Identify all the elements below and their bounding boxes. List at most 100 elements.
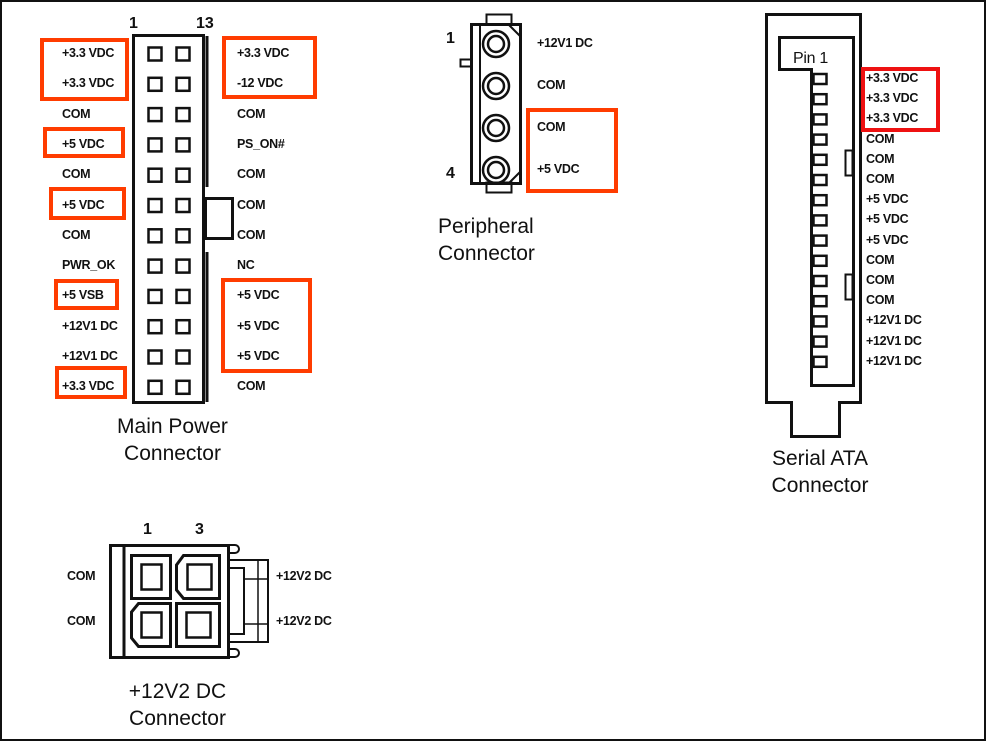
peripheral-pin-4-number: 4 bbox=[446, 165, 455, 182]
sata-pin bbox=[812, 153, 828, 167]
sata-pin bbox=[812, 214, 828, 227]
aux-left-label: COM bbox=[67, 569, 96, 583]
peripheral-pin bbox=[481, 113, 511, 143]
sata-pin bbox=[812, 133, 828, 146]
main-pin-left bbox=[147, 349, 163, 365]
sata-pin bbox=[812, 234, 828, 247]
main-right-pin-label: +5 VDC bbox=[237, 349, 280, 363]
sata-title: Serial ATA Connector bbox=[745, 445, 895, 499]
main-pin-right bbox=[175, 167, 191, 183]
main-pin-left bbox=[147, 228, 163, 244]
main-pin-left bbox=[147, 318, 163, 335]
aux-pin-1-number: 1 bbox=[143, 521, 152, 538]
main-right-pin-label: +5 VDC bbox=[237, 318, 280, 333]
peripheral-pin bbox=[481, 155, 511, 185]
sata-pin-label: +5 VDC bbox=[866, 232, 909, 247]
highlight-box-sata-3v3 bbox=[861, 67, 940, 132]
highlight-box-main-right-top bbox=[222, 36, 317, 99]
main-pin-right bbox=[175, 379, 191, 396]
sata-pin-label: COM bbox=[866, 172, 895, 186]
aux-right-label: +12V2 DC bbox=[276, 569, 332, 583]
highlight-box-peripheral-com-5v bbox=[526, 108, 618, 193]
main-pin-left bbox=[147, 106, 163, 123]
main-pin-left bbox=[147, 76, 163, 93]
highlight-box-main-left-3v3-b bbox=[55, 366, 127, 399]
aux-right-label: +12V2 DC bbox=[276, 614, 332, 628]
sata-pin-label: +3.3 VDC bbox=[866, 111, 919, 126]
peripheral-pin-inner bbox=[486, 118, 506, 138]
aux-left-label: COM bbox=[67, 614, 96, 628]
peripheral-title: Peripheral Connector bbox=[438, 213, 568, 267]
sata-pin-label: +12V1 DC bbox=[866, 353, 922, 368]
highlight-box-main-right-5v bbox=[221, 278, 312, 373]
main-pin-right bbox=[175, 258, 191, 274]
main-pin-right bbox=[175, 318, 191, 335]
highlight-box-main-left-3v3 bbox=[40, 38, 129, 101]
main-left-pin-label: PWR_OK bbox=[62, 258, 116, 273]
aux12v-title: +12V2 DC Connector bbox=[100, 678, 255, 732]
main-power-title-line2: Connector bbox=[124, 442, 221, 465]
peripheral-pin-inner bbox=[486, 76, 506, 96]
sata-title-line1: Serial ATA bbox=[771, 447, 869, 470]
main-left-pin-label: +12V1 DC bbox=[62, 349, 118, 363]
sata-title-line2: Connector bbox=[771, 474, 869, 497]
main-pin-right bbox=[175, 137, 191, 153]
sata-pin-label: COM bbox=[866, 131, 895, 146]
aux12v-title-line1: +12V2 DC bbox=[128, 680, 227, 703]
sata-pin bbox=[812, 193, 828, 207]
sata-pin bbox=[812, 274, 828, 288]
main-pin-1-number: 1 bbox=[129, 15, 138, 32]
main-left-pin-label: +12V1 DC bbox=[62, 318, 118, 333]
main-right-pin-label: COM bbox=[237, 106, 266, 121]
aux-pin-3-number: 3 bbox=[195, 521, 204, 538]
sata-pin bbox=[812, 335, 828, 348]
main-pin-right bbox=[175, 46, 191, 62]
highlight-box-main-left-5v-a bbox=[43, 127, 125, 158]
peripheral-title-line2: Connector bbox=[438, 242, 535, 265]
peripheral-pin-label: +12V1 DC bbox=[537, 36, 593, 50]
main-right-pin-label: COM bbox=[237, 379, 266, 394]
main-left-pin-label: COM bbox=[62, 106, 91, 121]
sata-pin-label: COM bbox=[866, 293, 895, 308]
sata-pin-label: +5 VDC bbox=[866, 212, 909, 227]
main-power-title-line1: Main Power bbox=[117, 415, 228, 438]
peripheral-pin-label: +5 VDC bbox=[537, 162, 580, 176]
main-left-pin-label: +3.3 VDC bbox=[62, 46, 115, 60]
sata-pin bbox=[812, 294, 828, 308]
peripheral-pin-inner bbox=[486, 34, 506, 54]
sata-pin-label: COM bbox=[866, 252, 895, 267]
main-left-pin-label: +3.3 VDC bbox=[62, 76, 115, 91]
sata-pin bbox=[812, 315, 828, 328]
main-pin-right bbox=[175, 76, 191, 93]
main-right-pin-label: +3.3 VDC bbox=[237, 46, 290, 60]
sata-pin bbox=[812, 113, 828, 126]
main-pin-right bbox=[175, 228, 191, 244]
peripheral-title-line1: Peripheral bbox=[438, 215, 534, 238]
main-right-pin-label: COM bbox=[237, 197, 266, 212]
sata-pin bbox=[812, 173, 828, 187]
main-pin-right bbox=[175, 349, 191, 365]
main-left-pin-label: +5 VSB bbox=[62, 288, 104, 303]
sata-pin-label: +12V1 DC bbox=[866, 313, 922, 328]
main-left-pin-label: +5 VDC bbox=[62, 197, 105, 212]
sata-pin bbox=[812, 355, 828, 369]
main-left-pin-label: COM bbox=[62, 227, 91, 242]
sata-pin-label: +12V1 DC bbox=[866, 333, 922, 348]
sata-pin bbox=[812, 92, 828, 106]
main-pin-13-number: 13 bbox=[196, 15, 214, 32]
peripheral-pin bbox=[481, 71, 511, 101]
main-left-pin-label: +5 VDC bbox=[62, 136, 105, 151]
highlight-box-main-5vsb bbox=[54, 279, 119, 310]
sata-pin bbox=[812, 72, 828, 86]
main-pin-left bbox=[147, 46, 163, 62]
sata-pin-label: +3.3 VDC bbox=[866, 91, 919, 106]
main-pin-left bbox=[147, 379, 163, 396]
main-pin-left bbox=[147, 258, 163, 274]
main-pin-left bbox=[147, 288, 163, 305]
peripheral-pin-1-number: 1 bbox=[446, 30, 455, 47]
main-right-pin-label: -12 VDC bbox=[237, 76, 283, 91]
main-right-pin-label: COM bbox=[237, 227, 266, 242]
